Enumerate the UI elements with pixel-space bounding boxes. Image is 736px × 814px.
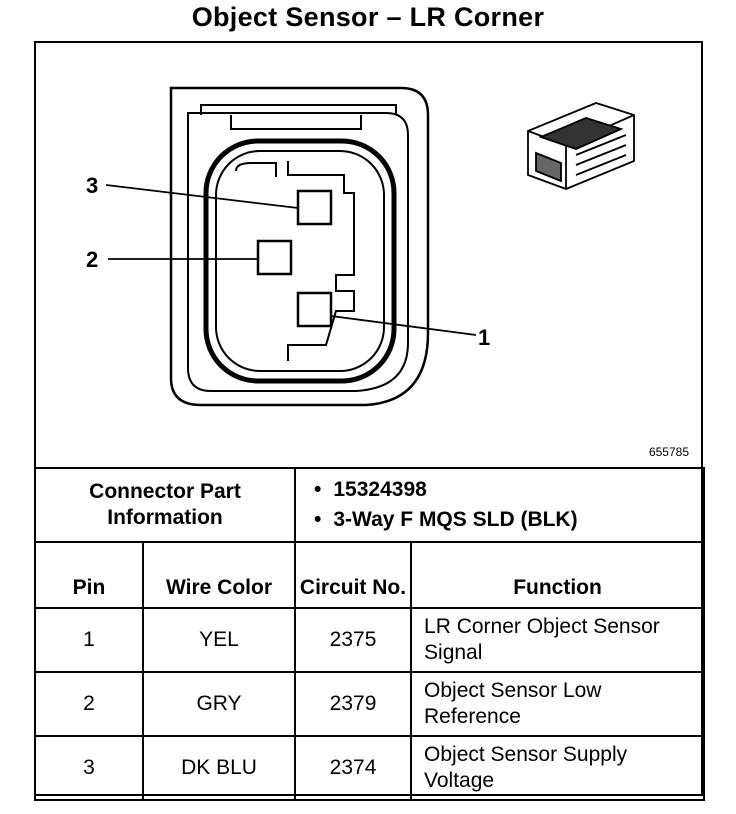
- wire-color-cell: GRY: [141, 671, 297, 737]
- connector-info-label: Connector Part Information: [33, 467, 297, 543]
- connector-face-diagram: 3 2 1: [86, 86, 635, 407]
- col-header-wire-color: Wire Color: [141, 541, 297, 609]
- table-row: 1 YEL 2375 LR Corner Object Sensor Signa…: [34, 607, 706, 673]
- connector-iso-view: [527, 102, 635, 190]
- function-cell: Object Sensor Low Reference: [410, 671, 706, 737]
- pin-1-cavity: [296, 291, 333, 328]
- circuit-cell: 2374: [294, 735, 413, 801]
- pin-3-leader: [105, 184, 299, 209]
- col-header-pin: Pin: [34, 541, 144, 609]
- connector-key-profile: [287, 161, 355, 361]
- table-header-row: Pin Wire Color Circuit No. Function: [34, 541, 706, 609]
- connector-part-number: 15324398: [333, 475, 702, 505]
- connector-description: 3-Way F MQS SLD (BLK): [333, 505, 702, 535]
- pin-1-leader: [330, 315, 477, 336]
- wire-color-cell: YEL: [141, 607, 297, 673]
- connector-frame: 3 2 1 655785 Connector Part Information …: [33, 41, 706, 801]
- pin-3-callout: 3: [86, 173, 98, 198]
- pin-3-cavity: [296, 189, 333, 226]
- pin-1-callout: 1: [478, 325, 490, 350]
- pin-cell: 3: [34, 735, 144, 801]
- circuit-cell: 2379: [294, 671, 413, 737]
- connector-housing-outline: [169, 86, 430, 407]
- connector-housing-inner: [187, 112, 409, 392]
- pin-2-callout: 2: [86, 247, 98, 272]
- circuit-cell: 2375: [294, 607, 413, 673]
- connector-info-values: 15324398 3-Way F MQS SLD (BLK): [294, 467, 706, 543]
- table-row: 3 DK BLU 2374 Object Sensor Supply Volta…: [34, 735, 706, 801]
- pin-cell: 2: [34, 671, 144, 737]
- connector-seal: [203, 138, 397, 384]
- wire-color-cell: DK BLU: [141, 735, 297, 801]
- figure-id: 655785: [648, 445, 689, 459]
- function-cell: LR Corner Object Sensor Signal: [410, 607, 706, 673]
- function-cell: Object Sensor Supply Voltage: [410, 735, 706, 801]
- pin-cell: 1: [34, 607, 144, 673]
- col-header-circuit: Circuit No.: [294, 541, 413, 609]
- pin-2-cavity: [256, 239, 293, 276]
- col-header-function: Function: [410, 541, 706, 609]
- page-title: Object Sensor – LR Corner: [191, 2, 545, 32]
- table-row: 2 GRY 2379 Object Sensor Low Reference: [34, 671, 706, 737]
- pinout-table: Connector Part Information 15324398 3-Wa…: [33, 467, 706, 801]
